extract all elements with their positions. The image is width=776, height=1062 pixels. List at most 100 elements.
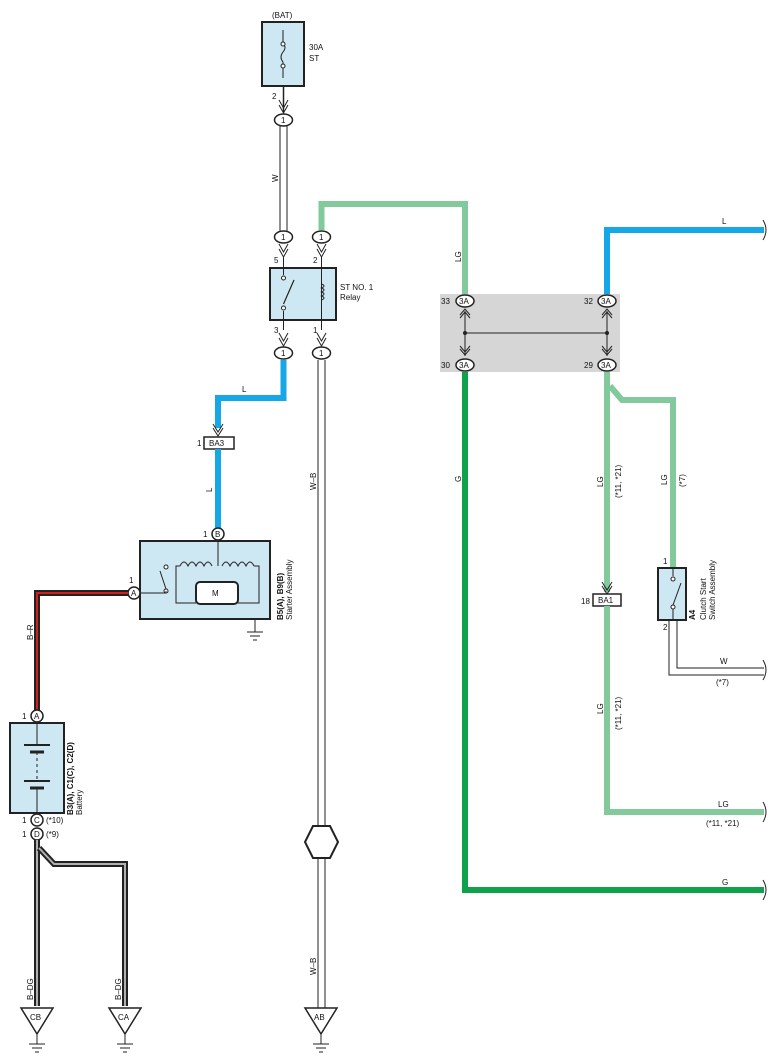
connector-pill [273, 230, 294, 244]
relay-pin5: 5 [274, 256, 279, 265]
starter-code: B5(A), B9(B) [276, 573, 285, 620]
starter-box [139, 540, 271, 620]
wire-continues-icon [762, 659, 767, 681]
terminal-arrow-icon [459, 308, 471, 319]
wire-l-junction-out [604, 227, 764, 294]
relay-contact [281, 305, 286, 311]
fuse-rating: 30A [309, 43, 324, 52]
wire-label-l-1: L [242, 385, 247, 394]
battery-note-d: (*9) [46, 830, 59, 839]
wire-continues-icon [762, 879, 767, 901]
wire-label-g-out: G [722, 878, 728, 887]
wire-lg-junction-clutch [607, 384, 676, 568]
wire-wb-relay-ground: W–B W–B [303, 360, 340, 1008]
fuse-pin: 2 [272, 92, 277, 101]
connector-pill-label: 1 [319, 233, 324, 242]
fuse-source-label: (BAT) [272, 11, 293, 20]
wire-lg-relay-junction [318, 201, 468, 294]
connector-pill-label: 3A [459, 297, 469, 306]
wire-label-bdg-2: B–DG [114, 978, 123, 1000]
starter-coil-icon [221, 561, 255, 568]
connector-pill-label: 1 [281, 349, 286, 358]
battery-pin-d: 1 [22, 830, 27, 839]
wire-label-lg: LG [454, 251, 463, 262]
clutch-name-1: Clutch Start [699, 577, 708, 620]
junction-pin-30: 30 [441, 361, 450, 370]
wire-continues-icon [762, 219, 767, 241]
wire-label-wb-2: W–B [309, 958, 318, 975]
terminal-arrow-icon [316, 243, 327, 259]
terminal-arrow-icon [278, 243, 289, 259]
battery-pin-c: 1 [22, 816, 27, 825]
ground-ca-label: CA [118, 1013, 130, 1022]
starter-pin-b: 1 [203, 530, 208, 539]
junction-pin-33: 33 [441, 297, 450, 306]
relay-coil-icon [320, 283, 325, 301]
wire-label-wb-1: W–B [309, 473, 318, 490]
connector-pill [597, 294, 617, 308]
terminal-arrow-icon [459, 345, 471, 356]
connector-pill [455, 294, 475, 308]
wire-label-l-2: L [205, 487, 214, 492]
junction-block: 3A 3A 3A 3A 33 32 30 29 [440, 294, 620, 372]
relay-name: ST NO. 1 [340, 283, 374, 292]
connector-ba3-label: BA3 [209, 439, 225, 448]
terminal-arrow-icon [601, 308, 613, 319]
battery-pin-a: 1 [22, 712, 27, 721]
relay-contact [281, 275, 286, 281]
wire-label-bdg-1: B–DG [26, 978, 35, 1000]
wire-continues-icon [762, 801, 767, 823]
terminal-arrow-icon [601, 345, 613, 356]
wire-label-br: B–R [26, 624, 35, 640]
connector-pill-label: 1 [319, 349, 324, 358]
ground-triangle-icon [19, 1007, 55, 1036]
connector-ba1-label: BA1 [598, 596, 614, 605]
connector-pill [597, 358, 617, 372]
starter-pin-a: 1 [129, 576, 134, 585]
connector-b-label: B [215, 530, 220, 539]
ground-cb: CB [19, 1007, 55, 1053]
wire-w-clutch-out: W (*7) [668, 620, 767, 687]
starter-switch-icon [159, 570, 167, 590]
ground-triangle-icon [303, 1007, 339, 1036]
relay-pin2: 2 [313, 256, 318, 265]
ba3-pin: 1 [197, 439, 202, 448]
wire-label-n7-1: (*7) [678, 474, 687, 487]
relay-switch-icon [282, 279, 295, 305]
connector-pill [273, 346, 294, 360]
ground-icon [117, 1043, 133, 1053]
fuse-name: ST [309, 54, 319, 63]
wire-l-relay-ba3 [215, 360, 287, 428]
wire-label-lg-note-1: (*11, *21) [614, 464, 623, 498]
relay-pin1: 1 [313, 326, 318, 335]
relay-box [269, 267, 337, 321]
ground-icon [313, 1043, 329, 1053]
clutch-switch-icon [672, 582, 682, 606]
clutch-name-2: Switch Assembly [708, 560, 717, 620]
wire-label-lg-4: LG [596, 703, 605, 714]
terminal-arrow-icon [278, 332, 289, 348]
wire-label-w-top: W [271, 174, 280, 182]
ground-cb-label: CB [30, 1013, 41, 1022]
connector-pill-label: 3A [601, 297, 611, 306]
connector-pill-label: 3A [459, 361, 469, 370]
starter-name: Starter Assembly [285, 560, 294, 620]
clutch-pin-1: 1 [663, 557, 668, 566]
wire-label-lg-note-out: (*11, *21) [706, 819, 740, 828]
wire-bdg-battery-grounds: B–DG B–DG [26, 840, 128, 1006]
relay-type: Relay [340, 293, 360, 302]
terminal-arrow-icon [212, 423, 224, 437]
starter-assembly: B 1 M B5(A), B9(B) Starter Assembly A 1 [127, 527, 294, 641]
ground-ca: CA [107, 1007, 143, 1053]
junction-pin-32: 32 [584, 297, 593, 306]
clutch-switch-box [657, 567, 687, 621]
battery-note-c: (*10) [46, 816, 64, 825]
battery-code: B3(A), C1(C), C2(D) [66, 742, 75, 815]
connector-pill [273, 113, 294, 127]
motor-label: M [212, 589, 219, 598]
ground-icon [29, 1043, 45, 1053]
ground-ab-label: AB [314, 1013, 325, 1022]
wire-label-lg-note-2: (*11, *21) [614, 696, 623, 730]
wire-label-w-out: W [720, 657, 728, 666]
